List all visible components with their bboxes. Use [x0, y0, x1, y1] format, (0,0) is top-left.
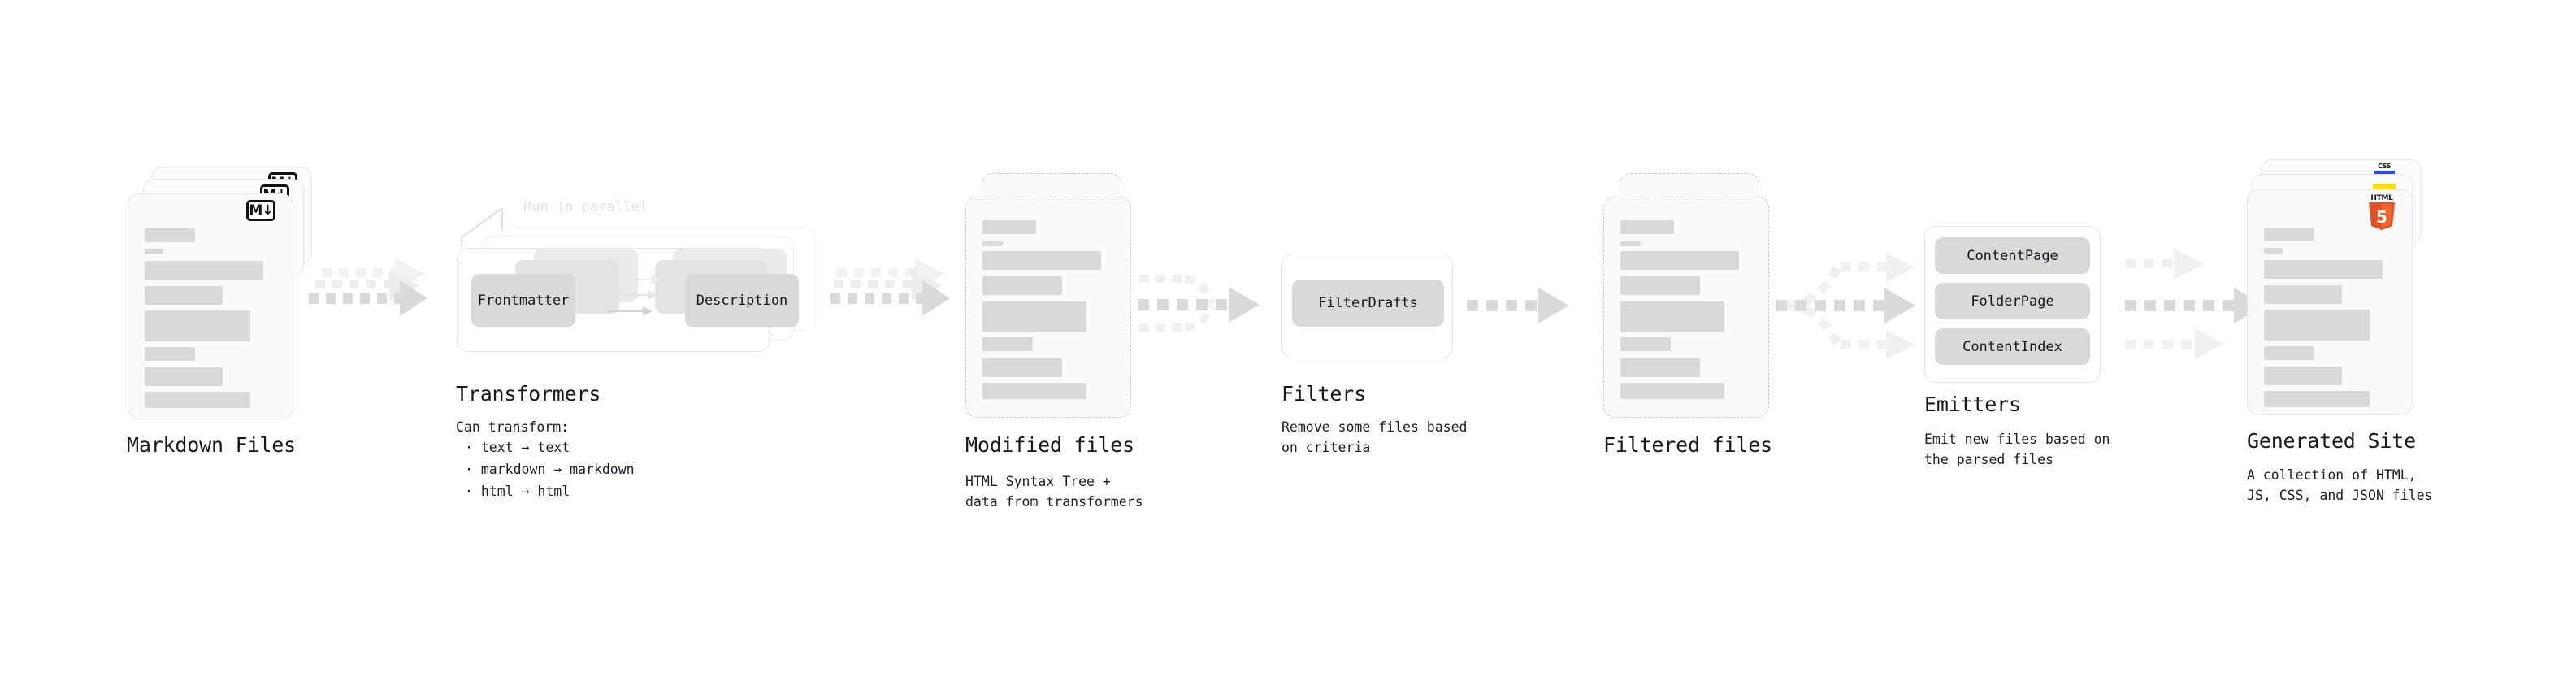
connector-filters-to-filtered — [1467, 288, 1569, 323]
filtered-card-front — [1603, 197, 1769, 418]
skeleton-bar — [2264, 248, 2283, 254]
label-modified-files-sub: HTML Syntax Tree + data from transformer… — [965, 474, 1143, 510]
emitter-chip-folderpage[interactable]: FolderPage — [1935, 283, 2090, 319]
transformer-chip-description[interactable]: Description — [685, 274, 799, 327]
skeleton-bar — [982, 337, 1033, 351]
run-in-parallel-bracket — [461, 207, 503, 247]
skeleton-bar — [1620, 358, 1700, 377]
label-transformers: Transformers — [456, 382, 601, 406]
connector-modified-to-filters — [1138, 275, 1260, 332]
skeleton-bar — [1620, 251, 1739, 270]
css-icon: CSS — [2374, 163, 2395, 174]
skeleton-bar — [2264, 310, 2370, 340]
skeleton-bar — [145, 310, 250, 341]
skeleton-bar — [982, 301, 1086, 332]
css-icon-bar — [2374, 171, 2395, 174]
transformer-chip-frontmatter[interactable]: Frontmatter — [471, 274, 575, 327]
emitter-chip-contentpage[interactable]: ContentPage — [1935, 237, 2090, 274]
skeleton-bar — [1620, 241, 1641, 246]
emitter-chip-contentindex[interactable]: ContentIndex — [1935, 328, 2090, 365]
connector-transformers-to-modified — [830, 258, 950, 316]
transform-rule-markdown: · markdown → markdown — [465, 462, 635, 477]
label-filtered-files: Filtered files — [1603, 433, 1772, 457]
transform-rule-html: · html → html — [465, 484, 570, 499]
skeleton-bar — [1620, 383, 1724, 399]
skeleton-bar — [2264, 367, 2342, 385]
skeleton-bar — [982, 358, 1062, 377]
filter-chip-filterdrafts[interactable]: FilterDrafts — [1292, 280, 1444, 327]
skeleton-bar — [1620, 276, 1700, 295]
skeleton-bar — [145, 392, 250, 408]
skeleton-bar — [145, 367, 223, 386]
label-markdown-files: Markdown Files — [127, 433, 296, 457]
css-icon-label: CSS — [2378, 163, 2391, 170]
skeleton-bar — [2264, 391, 2370, 407]
skeleton-bar — [1620, 220, 1674, 234]
skeleton-bar — [145, 228, 195, 242]
connector-markdown-to-transformers — [309, 258, 427, 316]
label-generated-site: Generated Site — [2247, 429, 2416, 453]
skeleton-bar — [982, 241, 1003, 246]
skeleton-bar — [145, 347, 195, 361]
skeleton-bar — [982, 276, 1062, 295]
transform-rule-text: · text → text — [465, 440, 570, 455]
html5-icon-word: HTML — [2370, 194, 2393, 202]
connector-filtered-to-emitters — [1776, 253, 1915, 359]
markdown-icon: M↓ — [246, 200, 275, 221]
label-emitters: Emitters — [1924, 393, 2021, 416]
html5-shield: 5 — [2369, 202, 2395, 230]
modified-card-front — [965, 197, 1131, 418]
skeleton-bar — [2264, 260, 2383, 279]
label-emitters-sub: Emit new files based on the parsed files — [1924, 432, 2110, 467]
label-run-in-parallel: Run in parallel — [523, 199, 648, 215]
skeleton-bar — [2264, 346, 2314, 360]
html5-icon: HTML 5 — [2367, 194, 2396, 230]
label-can-transform: Can transform: — [456, 419, 570, 435]
skeleton-bar — [145, 249, 163, 254]
skeleton-bar — [145, 261, 263, 280]
skeleton-bar — [2264, 228, 2314, 241]
label-modified-files: Modified files — [965, 433, 1134, 457]
skeleton-bar — [982, 251, 1101, 270]
skeleton-bar — [2264, 285, 2342, 304]
skeleton-bar — [982, 383, 1086, 399]
skeleton-bar — [1620, 337, 1671, 351]
label-filters: Filters — [1281, 382, 1366, 406]
skeleton-bar — [1620, 301, 1724, 332]
connector-emitters-to-site — [2125, 249, 2265, 359]
label-filters-sub: Remove some files based on criteria — [1281, 419, 1468, 455]
label-generated-site-sub: A collection of HTML, JS, CSS, and JSON … — [2247, 467, 2433, 503]
svg-text:5: 5 — [2376, 207, 2387, 227]
transformer-inner-arrows — [607, 275, 661, 316]
skeleton-bar — [982, 220, 1036, 234]
markdown-card-front — [128, 193, 293, 419]
skeleton-bar — [145, 286, 223, 305]
